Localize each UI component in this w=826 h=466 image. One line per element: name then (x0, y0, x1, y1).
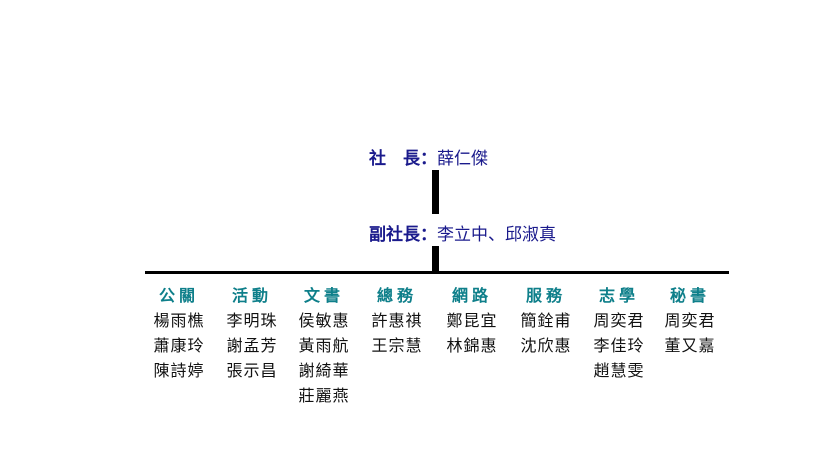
department-title: 公關 (158, 286, 199, 305)
department-column: 總務許惠祺王宗慧 (362, 282, 432, 358)
department-member: 沈欣惠 (520, 336, 572, 355)
department-member: 林錦惠 (446, 336, 498, 355)
department-member: 李佳玲 (593, 336, 645, 355)
department-title: 服務 (525, 286, 566, 305)
department-title: 秘書 (669, 286, 710, 305)
department-member: 侯敏惠 (298, 311, 350, 330)
department-member: 簡銓甫 (520, 311, 572, 330)
department-column: 文書侯敏惠黃雨航謝綺華莊麗燕 (289, 282, 359, 408)
department-member: 謝綺華 (298, 361, 350, 380)
department-member: 黃雨航 (298, 336, 350, 355)
department-member: 李明珠 (226, 311, 278, 330)
department-column: 公關楊雨樵蕭康玲陳詩婷 (144, 282, 214, 383)
department-member: 董又嘉 (664, 336, 716, 355)
vice-president-names: 李立中、邱淑真 (437, 225, 556, 245)
department-column: 服務簡銓甫沈欣惠 (511, 282, 581, 358)
department-member: 陳詩婷 (153, 361, 205, 380)
department-connector-line (145, 271, 729, 274)
president-row: 社 長：薛仁傑 (369, 144, 488, 169)
department-member: 蕭康玲 (153, 336, 205, 355)
department-column: 網路鄭昆宜林錦惠 (437, 282, 507, 358)
department-member: 張示昌 (226, 361, 278, 380)
department-member: 周奕君 (664, 311, 716, 330)
department-member: 王宗慧 (371, 336, 423, 355)
department-column: 活動李明珠謝孟芳張示昌 (217, 282, 287, 383)
department-title: 志學 (598, 286, 639, 305)
department-member: 楊雨樵 (153, 311, 205, 330)
president-label: 社 長： (369, 149, 437, 169)
department-column: 志學周奕君李佳玲趙慧雯 (584, 282, 654, 383)
department-member: 趙慧雯 (593, 361, 645, 380)
connector-president-vice (432, 170, 439, 214)
department-title: 活動 (231, 286, 272, 305)
department-member: 周奕君 (593, 311, 645, 330)
connector-vice-departments (432, 246, 439, 273)
department-column: 秘書周奕君董又嘉 (655, 282, 725, 358)
department-member: 許惠祺 (371, 311, 423, 330)
president-name: 薛仁傑 (437, 149, 488, 169)
department-title: 文書 (303, 286, 344, 305)
vice-president-row: 副社長：李立中、邱淑真 (369, 220, 556, 245)
vice-president-label: 副社長： (369, 225, 437, 245)
department-member: 謝孟芳 (226, 336, 278, 355)
department-member: 鄭昆宜 (446, 311, 498, 330)
department-title: 網路 (451, 286, 492, 305)
department-member: 莊麗燕 (298, 386, 350, 405)
department-title: 總務 (376, 286, 417, 305)
